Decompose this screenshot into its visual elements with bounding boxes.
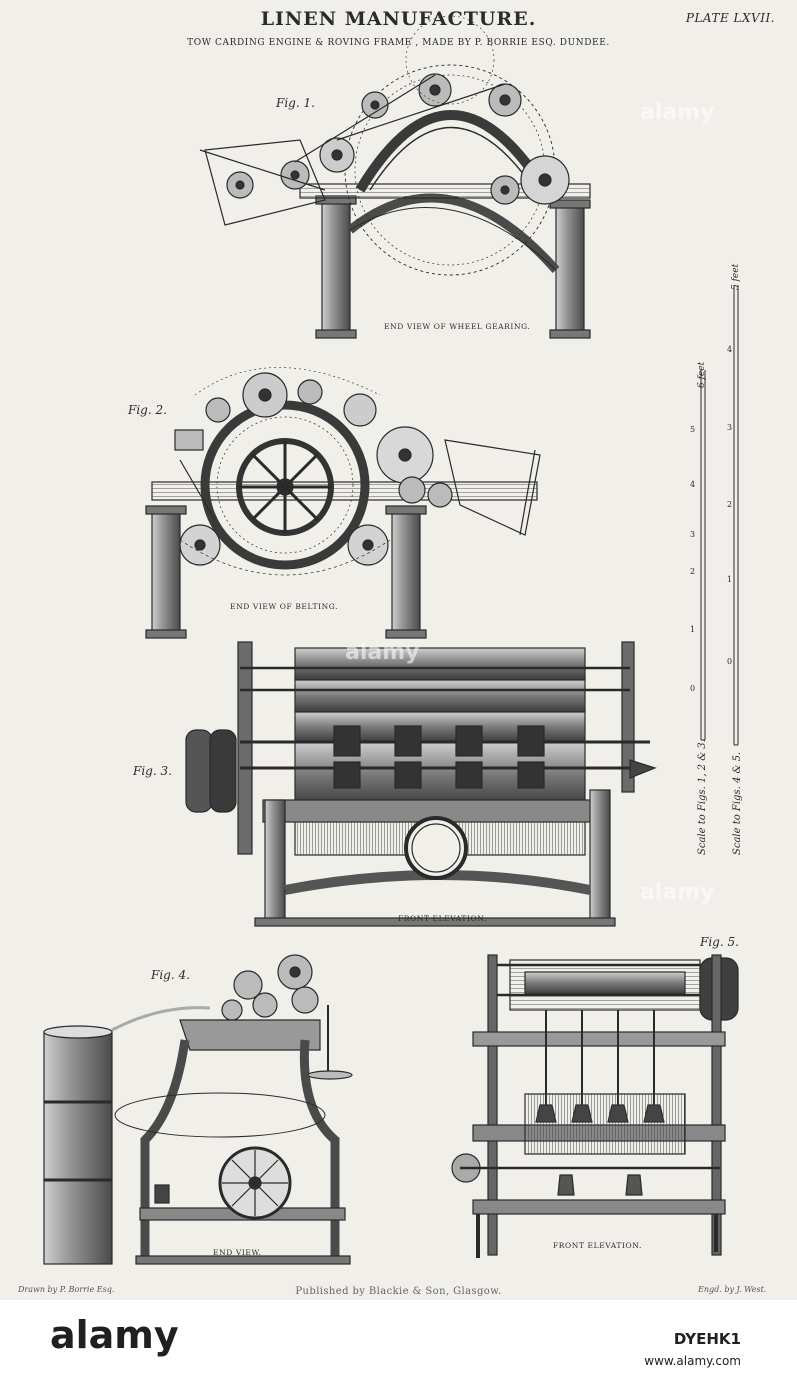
publisher-line: Published by Blackie & Son, Glasgow. — [295, 1286, 502, 1297]
fig1-drawing — [199, 15, 591, 339]
scale-2-tick: 1 — [727, 575, 733, 584]
fig3-drawing — [185, 641, 657, 927]
plate-subtitle: TOW CARDING ENGINE & ROVING FRAME , MADE… — [187, 38, 610, 48]
fig5-label: Fig. 5. — [700, 935, 739, 949]
watermark: alamy — [640, 100, 715, 125]
fig2-drawing — [145, 367, 541, 639]
drawn-by-credit: Drawn by P. Borrie Esq. — [18, 1285, 115, 1294]
scale-1-unit: 6 feet — [697, 361, 707, 388]
fig5-caption: FRONT ELEVATION. — [553, 1241, 642, 1250]
fig3-label: Fig. 3. — [133, 764, 172, 778]
stock-logo: alamy — [50, 1313, 179, 1357]
scale-1-tick: 1 — [690, 625, 696, 634]
watermark: alamy — [345, 640, 420, 665]
stock-footer-bar — [0, 1300, 797, 1390]
scale-2-tick: 2 — [727, 500, 733, 509]
scale-2-tick: 4 — [727, 345, 733, 354]
engraving-plate: LINEN MANUFACTURE. PLATE LXVII. TOW CARD… — [0, 0, 797, 1300]
scale-2-tick: 3 — [727, 423, 733, 432]
scale-1-label: Scale to Figs. 1, 2 & 3. — [697, 739, 708, 855]
fig3-caption: FRONT ELEVATION. — [398, 914, 487, 923]
scale-1-tick: 5 — [690, 425, 696, 434]
scale-1-tick: 0 — [690, 684, 696, 693]
plate-number: PLATE LXVII. — [685, 11, 775, 25]
stock-url: www.alamy.com — [644, 1354, 741, 1368]
fig1-label: Fig. 1. — [276, 96, 315, 110]
scale-1-tick: 3 — [690, 530, 696, 539]
watermark: alamy — [640, 880, 715, 905]
scale-1-tick: 4 — [690, 480, 696, 489]
fig4-caption: END VIEW. — [213, 1248, 262, 1257]
scale-1-tick: 2 — [690, 567, 696, 576]
fig5-drawing — [451, 954, 739, 1258]
plate-title: LINEN MANUFACTURE. — [260, 8, 537, 30]
fig4-label: Fig. 4. — [151, 968, 190, 982]
fig2-label: Fig. 2. — [128, 403, 167, 417]
scale-bars — [700, 285, 739, 746]
fig1-caption: END VIEW OF WHEEL GEARING. — [384, 322, 531, 331]
stock-image-id: DYEHK1 — [673, 1330, 741, 1348]
scale-2-unit: 5 feet — [731, 263, 741, 290]
machinery-drawings — [43, 15, 739, 1265]
engraved-by-credit: Engd. by J. West. — [698, 1285, 767, 1294]
fig4-drawing — [43, 954, 353, 1265]
scale-2-tick: 0 — [727, 657, 733, 666]
fig2-caption: END VIEW OF BELTING. — [230, 602, 339, 611]
scale-2-label: Scale to Figs. 4 & 5. — [732, 751, 743, 855]
